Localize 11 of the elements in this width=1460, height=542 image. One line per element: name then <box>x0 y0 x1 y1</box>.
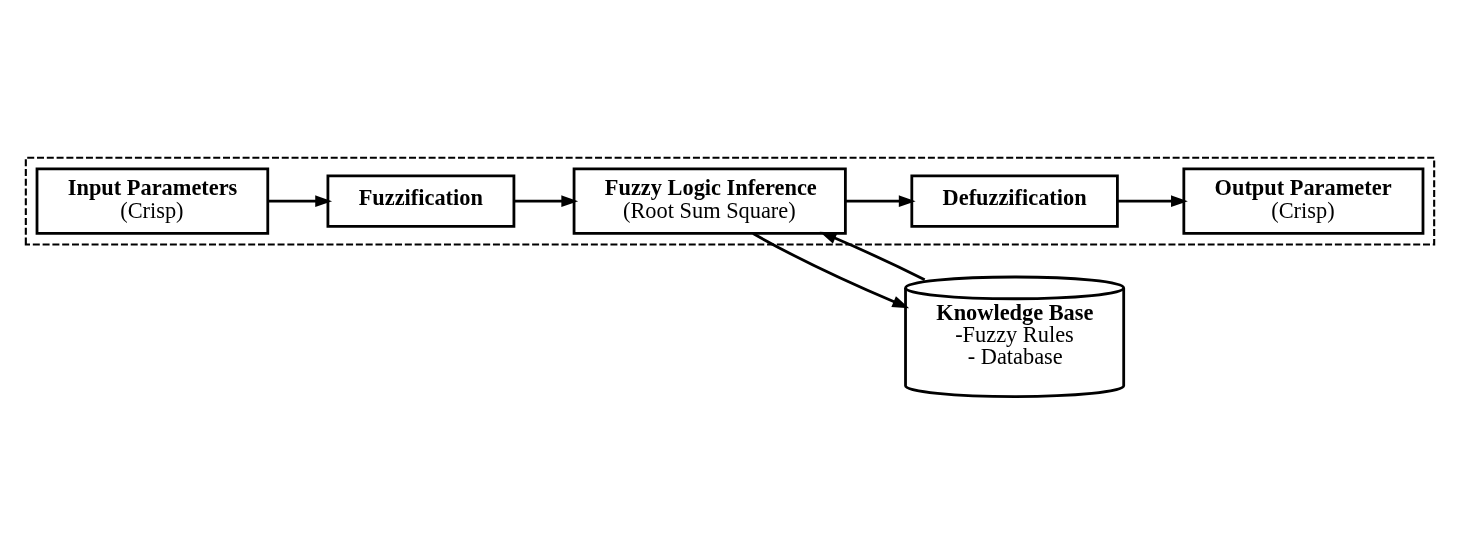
arrow <box>268 194 333 207</box>
node-box: Fuzzification <box>326 174 516 228</box>
arrow <box>514 194 579 207</box>
node-box: Defuzzification <box>910 174 1119 228</box>
arrow <box>1117 194 1188 207</box>
arrow <box>819 231 926 281</box>
node-box: Input Parameters (Crisp) <box>35 167 270 235</box>
arrow <box>845 194 916 207</box>
arrow <box>752 231 910 308</box>
node-box: Fuzzy Logic Inference (Root Sum Square) <box>572 167 847 235</box>
node-box: Output Parameter (Crisp) <box>1182 167 1425 235</box>
